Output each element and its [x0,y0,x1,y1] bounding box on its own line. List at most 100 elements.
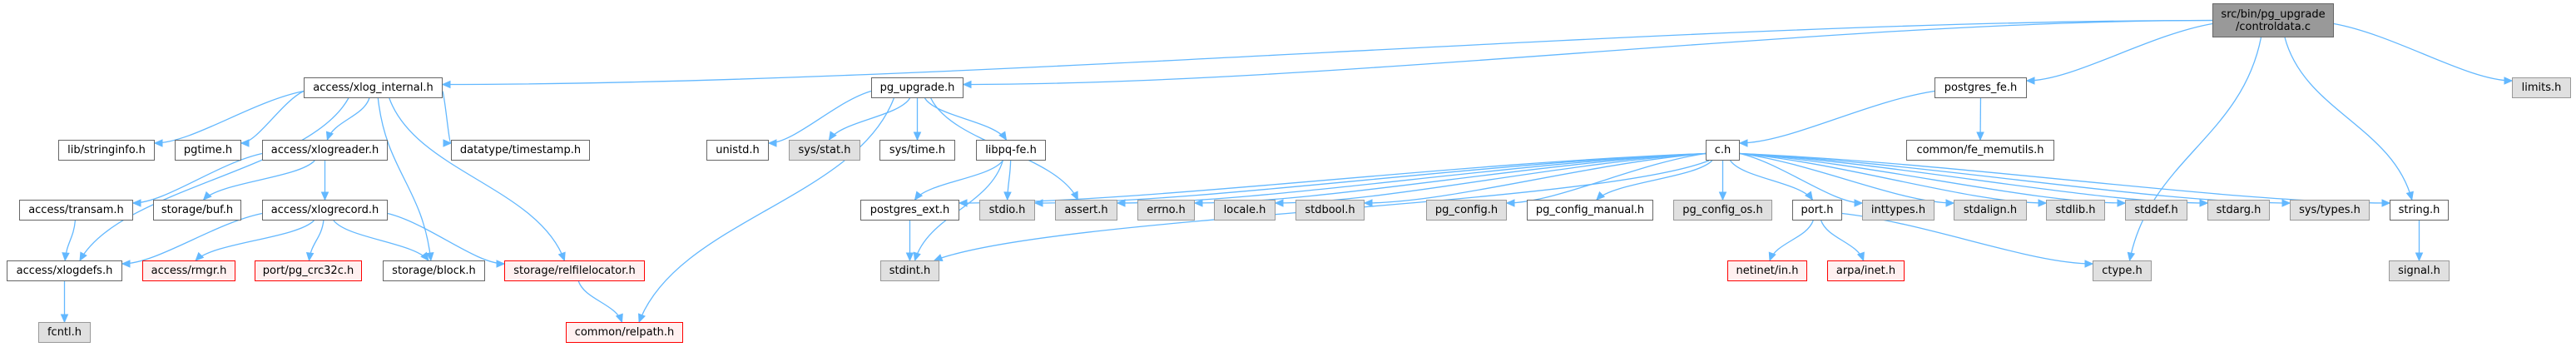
node-signal[interactable]: signal.h [2389,260,2450,281]
arrowhead-icon [305,251,315,262]
node-arpa-inet[interactable]: arpa/inet.h [1827,260,1905,281]
node-stdlib[interactable]: stdlib.h [2046,200,2105,221]
arrowhead-icon [1193,199,1203,207]
edge-libpq-fe-to-postgres-ext [914,160,1003,201]
node-stdarg[interactable]: stdarg.h [2207,200,2270,221]
node-label: postgres_ext.h [869,204,950,216]
arrowhead-icon [79,251,87,262]
node-errno[interactable]: errno.h [1137,200,1195,221]
node-pgtime[interactable]: pgtime.h [175,140,241,161]
node-xlogdefs[interactable]: access/xlogdefs.h [7,260,122,281]
arrowhead-icon [1976,131,1984,141]
node-postgres-ext[interactable]: postgres_ext.h [860,200,959,221]
edge-xlogrecord-to-rmgr [195,220,315,261]
node-stdio[interactable]: stdio.h [979,200,1035,221]
node-timestamp[interactable]: datatype/timestamp.h [451,140,590,161]
node-label: unistd.h [716,144,760,156]
arrowhead-icon [914,191,924,201]
node-stdint[interactable]: stdint.h [880,260,939,281]
node-pg-upgrade[interactable]: pg_upgrade.h [871,77,964,98]
arrowhead-icon [2127,251,2136,262]
node-postgres-fe[interactable]: postgres_fe.h [1934,77,2027,98]
arrowhead-icon [195,251,205,261]
edge-port-to-ctype [1841,212,2093,265]
node-label: pg_config.h [1434,204,1499,216]
node-block[interactable]: storage/block.h [383,260,485,281]
node-locale[interactable]: locale.h [1214,200,1276,221]
arrowhead-icon [2117,199,2127,207]
node-rmgr[interactable]: access/rmgr.h [142,260,235,281]
node-c-h[interactable]: c.h [1706,140,1740,161]
arrowhead-icon [62,252,70,262]
node-label: lib/stringinfo.h [67,144,146,156]
edge-root-to-xlog-internal [442,19,2213,86]
arrowhead-icon [1854,199,1864,207]
node-sys-time[interactable]: sys/time.h [879,140,955,161]
node-port[interactable]: port.h [1792,200,1842,221]
node-label: ctype.h [2102,265,2143,277]
arrowhead-icon [2504,77,2514,85]
edge-xlogreader-to-transam [132,152,263,204]
arrowhead-icon [1738,139,1748,147]
node-pg-config-manual[interactable]: pg_config_manual.h [1527,200,1653,221]
node-unistd[interactable]: unistd.h [706,140,769,161]
node-label: postgres_fe.h [1944,82,2018,94]
node-xlogreader[interactable]: access/xlogreader.h [262,140,388,161]
node-label: stdint.h [889,265,931,277]
node-label: inttypes.h [1870,204,1926,216]
node-label: libpq-fe.h [985,144,1037,156]
arrowhead-icon [426,252,434,262]
node-label: access/xlogdefs.h [16,265,113,277]
arrowhead-icon [1718,191,1727,201]
node-relpath[interactable]: common/relpath.h [566,322,683,343]
arrowhead-icon [1768,251,1776,262]
node-stringinfo[interactable]: lib/stringinfo.h [58,140,155,161]
node-pg-config-os[interactable]: pg_config_os.h [1673,200,1772,221]
node-label: datatype/timestamp.h [459,144,582,156]
node-label: pg_config_os.h [1682,204,1763,216]
edge-root-to-limits [2333,22,2513,82]
node-sys-types[interactable]: sys/types.h [2290,200,2370,221]
node-relfilelocator[interactable]: storage/relfilelocator.h [504,260,645,281]
node-fe-memutils[interactable]: common/fe_memutils.h [1906,140,2054,161]
node-label: errno.h [1147,204,1186,216]
node-string[interactable]: string.h [2390,200,2449,221]
node-inttypes[interactable]: inttypes.h [1862,200,1934,221]
node-label: stdio.h [988,204,1026,216]
edge-xlog-internal-to-block [377,97,432,261]
node-libpq-fe[interactable]: libpq-fe.h [976,140,1046,161]
arrowhead-icon [767,139,777,147]
node-transam[interactable]: access/transam.h [19,200,133,221]
node-root[interactable]: src/bin/pg_upgrade /controldata.c [2212,3,2334,37]
edge-pg-upgrade-to-libpq-fe [924,97,1007,141]
edge-postgres-fe-to-c-h [1739,90,1935,144]
node-label: pg_config_manual.h [1535,204,1645,216]
node-label: stdarg.h [2216,204,2261,216]
node-xlog-internal[interactable]: access/xlog_internal.h [304,77,443,98]
node-stdalign[interactable]: stdalign.h [1954,200,2027,221]
node-fcntl[interactable]: fcntl.h [38,322,91,343]
arrowhead-icon [638,313,646,324]
node-ctype[interactable]: ctype.h [2093,260,2152,281]
node-label: access/xlogreader.h [270,144,379,156]
node-label: assert.h [1064,204,1108,216]
node-sys-stat[interactable]: sys/stat.h [789,140,860,161]
node-assert[interactable]: assert.h [1055,200,1117,221]
node-label: sys/types.h [2299,204,2361,216]
node-buf[interactable]: storage/buf.h [153,200,241,221]
edge-xlogrecord-to-relfilelocator [387,212,505,265]
node-xlogrecord[interactable]: access/xlogrecord.h [262,200,388,221]
node-pg-crc32c[interactable]: port/pg_crc32c.h [255,260,362,281]
arrowhead-icon [1945,199,1955,207]
node-stdbool[interactable]: stdbool.h [1295,200,1365,221]
node-netinet-in[interactable]: netinet/in.h [1727,260,1807,281]
arrowhead-icon [202,191,212,201]
node-pg-config[interactable]: pg_config.h [1426,200,1507,221]
node-limits[interactable]: limits.h [2512,77,2571,98]
node-label: common/relpath.h [574,326,675,339]
node-stddef[interactable]: stddef.h [2125,200,2187,221]
arrowhead-icon [325,131,334,141]
edge-c-h-to-pg-config-manual [1596,160,1713,201]
